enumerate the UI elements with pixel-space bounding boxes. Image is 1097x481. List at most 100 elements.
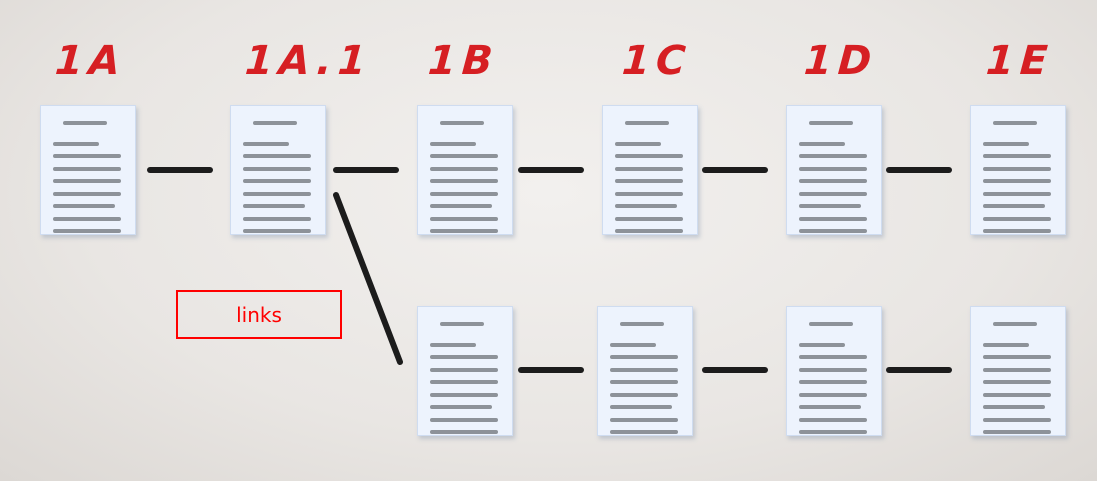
document-text-line xyxy=(983,405,1045,409)
document-text-line xyxy=(983,430,1051,434)
document-text-line xyxy=(799,342,845,347)
document-text-line xyxy=(430,179,498,183)
connector-line xyxy=(147,167,213,173)
document-text-line xyxy=(243,191,311,196)
document-text-line xyxy=(615,204,677,208)
connector-line xyxy=(702,367,768,373)
document-text-line xyxy=(610,367,678,372)
document-icon xyxy=(40,105,136,235)
document-text-line xyxy=(53,229,121,233)
document-text-line xyxy=(53,179,121,183)
document-text-line xyxy=(243,166,311,171)
document-text-line xyxy=(53,204,115,208)
document-text-line xyxy=(983,355,1051,359)
document-text-line xyxy=(615,141,661,146)
connector-line xyxy=(886,167,952,173)
document-text-line xyxy=(799,204,861,208)
document-text-line xyxy=(983,417,1051,422)
document-icon xyxy=(597,306,693,436)
document-text-line xyxy=(620,322,664,326)
document-text-line xyxy=(53,191,121,196)
document-text-line xyxy=(243,229,311,233)
document-text-line xyxy=(610,392,678,397)
document-text-line xyxy=(615,154,683,158)
document-text-line xyxy=(799,367,867,372)
document-text-line xyxy=(610,417,678,422)
document-text-line xyxy=(243,141,289,146)
document-text-line xyxy=(983,216,1051,221)
document-text-line xyxy=(993,121,1037,125)
connector-line xyxy=(702,167,768,173)
document-text-line xyxy=(615,191,683,196)
document-text-line xyxy=(983,179,1051,183)
document-text-line xyxy=(615,229,683,233)
document-text-line xyxy=(799,166,867,171)
connector-line xyxy=(518,367,584,373)
links-annotation-box: links xyxy=(176,290,342,339)
document-text-line xyxy=(243,216,311,221)
document-text-line xyxy=(983,191,1051,196)
document-text-line xyxy=(799,405,861,409)
document-text-line xyxy=(615,179,683,183)
document-text-line xyxy=(799,355,867,359)
document-text-line xyxy=(799,216,867,221)
document-text-line xyxy=(243,154,311,158)
document-text-line xyxy=(610,430,678,434)
document-text-line xyxy=(993,322,1037,326)
document-text-line xyxy=(430,355,498,359)
document-text-line xyxy=(983,204,1045,208)
connector-line xyxy=(333,167,399,173)
document-text-line xyxy=(799,430,867,434)
document-text-line xyxy=(430,154,498,158)
document-text-line xyxy=(799,417,867,422)
document-text-line xyxy=(799,141,845,146)
document-text-line xyxy=(983,380,1051,384)
document-icon xyxy=(786,105,882,235)
document-text-line xyxy=(799,154,867,158)
document-text-line xyxy=(440,121,484,125)
document-icon xyxy=(417,306,513,436)
document-text-line xyxy=(983,342,1029,347)
document-text-line xyxy=(983,154,1051,158)
links-annotation-text: links xyxy=(236,302,282,327)
document-text-line xyxy=(809,322,853,326)
document-text-line xyxy=(983,166,1051,171)
document-text-line xyxy=(430,367,498,372)
document-icon xyxy=(230,105,326,235)
document-text-line xyxy=(63,121,107,125)
document-text-line xyxy=(983,141,1029,146)
document-text-line xyxy=(983,229,1051,233)
document-text-line xyxy=(610,342,656,347)
document-text-line xyxy=(430,417,498,422)
document-text-line xyxy=(430,405,492,409)
document-text-line xyxy=(430,141,476,146)
document-text-line xyxy=(625,121,669,125)
document-text-line xyxy=(243,204,305,208)
document-icon xyxy=(786,306,882,436)
document-text-line xyxy=(430,229,498,233)
document-text-line xyxy=(799,392,867,397)
document-icon xyxy=(970,105,1066,235)
document-text-line xyxy=(430,392,498,397)
document-text-line xyxy=(430,380,498,384)
document-text-line xyxy=(799,380,867,384)
document-icon xyxy=(602,105,698,235)
document-text-line xyxy=(53,141,99,146)
document-text-line xyxy=(430,430,498,434)
document-text-line xyxy=(430,342,476,347)
document-text-line xyxy=(430,204,492,208)
document-text-line xyxy=(983,367,1051,372)
connector-line xyxy=(886,367,952,373)
document-icon xyxy=(970,306,1066,436)
document-text-line xyxy=(615,166,683,171)
document-text-line xyxy=(610,380,678,384)
document-text-line xyxy=(253,121,297,125)
document-text-line xyxy=(53,166,121,171)
document-text-line xyxy=(430,166,498,171)
document-text-line xyxy=(53,154,121,158)
document-text-line xyxy=(799,179,867,183)
document-text-line xyxy=(615,216,683,221)
document-text-line xyxy=(430,191,498,196)
document-text-line xyxy=(809,121,853,125)
